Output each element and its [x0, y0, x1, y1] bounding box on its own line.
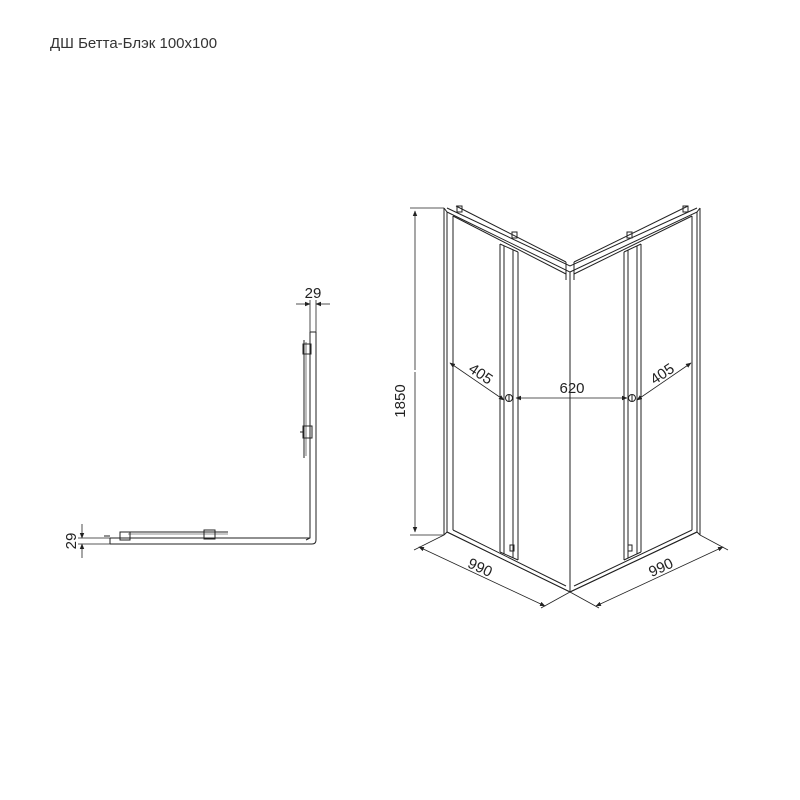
plan-label-side: 29: [63, 533, 80, 550]
plan-dimension-side: 29: [63, 524, 110, 558]
base-left-dimension: 990: [413, 534, 571, 609]
center-label: 620: [559, 380, 584, 397]
plan-horizontal-profile: [104, 529, 312, 545]
height-dimension: 1850: [392, 207, 444, 536]
page-title: ДШ Бетта-Блэк 100x100: [50, 35, 218, 52]
door-right-dimension: 405: [636, 360, 692, 401]
plan-dimension-top: 29: [296, 285, 330, 332]
right-door: [623, 243, 642, 561]
base-right-dimension: 990: [569, 534, 729, 609]
plan-view: [104, 331, 317, 545]
center-dimension: 620: [515, 380, 628, 401]
plan-vertical-profile: [300, 331, 317, 535]
height-label: 1850: [392, 384, 409, 417]
door-left-dimension: 405: [449, 360, 505, 401]
plan-label-top: 29: [305, 285, 322, 302]
left-panel-frame: [443, 207, 571, 593]
enclosure-view: [443, 205, 701, 593]
left-door: [499, 243, 519, 561]
door-left-label: 405: [465, 360, 495, 388]
base-right-label: 990: [646, 555, 676, 581]
door-right-label: 405: [647, 360, 677, 388]
top-rail: [446, 205, 698, 280]
base-left-label: 990: [465, 555, 495, 581]
